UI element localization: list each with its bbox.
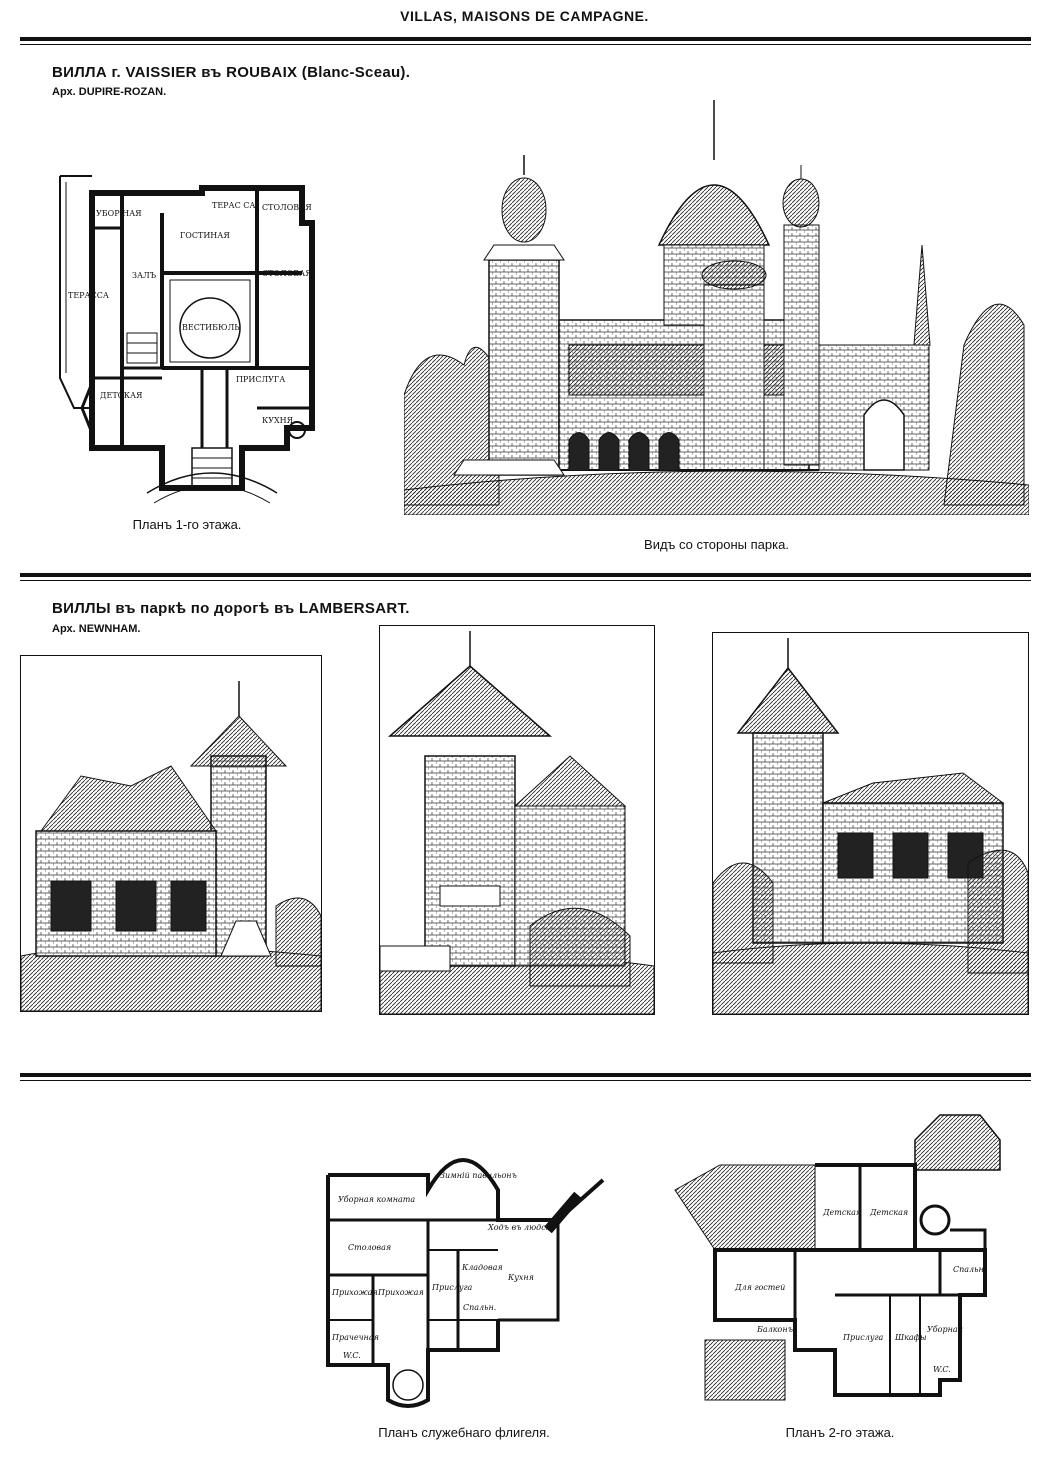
villa-park-view-illustration — [403, 95, 1030, 516]
plan-room-label: ПРИСЛУГА — [236, 375, 285, 384]
lambersart-villa-illustration-1 — [20, 655, 322, 1012]
second-floor-caption: Планъ 2-го этажа. — [785, 1425, 895, 1440]
plan-room-label: ДЕТСКАЯ — [100, 391, 143, 400]
plan-room-label: Кухня — [507, 1273, 534, 1282]
section2-architect: Арх. NEWNHAM. — [52, 623, 141, 635]
plan-room-label: Прачечная — [331, 1333, 379, 1342]
lambersart-villa-illustration-3 — [712, 632, 1029, 1015]
plan-room-label: ТЕРАС СА — [212, 201, 255, 210]
plan-room-label: ЗАЛЪ — [132, 271, 157, 280]
section2-rule — [20, 1073, 1031, 1077]
lambersart-villa-illustration-2 — [379, 625, 655, 1015]
section1-architect: Арх. DUPIRE-ROZAN. — [52, 86, 167, 98]
plan-room-label: W.C. — [933, 1365, 951, 1374]
view-caption: Видъ со стороны парка. — [644, 537, 789, 552]
section2-rule-thin — [20, 1080, 1031, 1081]
plan-room-label: ВЕСТИБЮЛЬ — [182, 323, 240, 332]
plan-room-label: Уборная — [927, 1325, 963, 1334]
plan-room-label: Детская — [869, 1208, 908, 1217]
plan-room-label: Прислуга — [842, 1333, 884, 1342]
plan-room-label: Балконъ — [756, 1325, 793, 1334]
plan-room-label: ТЕРАССА — [68, 291, 109, 300]
service-wing-plan: Уборная комната Зимній павильонъ Ходъ въ… — [318, 1150, 610, 1412]
ground-floor-plan: УБОР НАЯ ТЕРАС СА СТОЛОВАЯ ГОСТИНАЯ ЗАЛЪ… — [52, 168, 322, 513]
plan-room-label: Спальн. — [463, 1303, 496, 1312]
plan-room-label: W.C. — [343, 1351, 361, 1360]
section1-title: ВИЛЛА г. VAISSIER въ ROUBAIX (Blanc-Scea… — [52, 64, 411, 81]
plan-room-label: Спальн. — [953, 1265, 986, 1274]
plan-caption: Планъ 1-го этажа. — [132, 517, 242, 532]
plan-room-label: Для гостей — [734, 1283, 785, 1292]
section1-rule — [20, 573, 1031, 577]
plan-room-label: ГОСТИНАЯ — [180, 231, 230, 240]
header-rule-thin — [20, 44, 1031, 45]
service-wing-caption: Планъ служебнаго флигеля. — [378, 1425, 550, 1440]
plan-room-label: Детская — [822, 1208, 861, 1217]
plan-room-label: СТОЛОВАЯ — [262, 203, 312, 212]
section2-title: ВИЛЛЫ въ паркѣ по дорогѣ въ LAMBERSART. — [52, 600, 410, 617]
plan-room-label: Прислуга — [431, 1283, 473, 1292]
plan-room-label: Прихожая — [331, 1288, 378, 1297]
plan-room-label: СТОЛОВАЯ — [262, 269, 312, 278]
plan-room-label: Шкафы — [894, 1333, 926, 1342]
page-header: VILLAS, MAISONS DE CAMPAGNE. — [400, 8, 649, 24]
plan-room-label: Зимній павильонъ — [440, 1171, 517, 1180]
plan-room-label: Столовая — [348, 1243, 391, 1252]
plan-room-label: КУХНЯ — [262, 416, 294, 425]
header-rule — [20, 37, 1031, 41]
plan-room-label: Уборная комната — [338, 1195, 415, 1204]
plan-room-label: Кладовая — [461, 1263, 503, 1272]
section1-rule-thin — [20, 580, 1031, 581]
plan-room-label: Прихожая — [377, 1288, 424, 1297]
second-floor-plan: Детская Детская Спальн. Для гостей Присл… — [665, 1110, 1015, 1415]
plan-room-label: УБОР НАЯ — [96, 209, 142, 218]
plan-room-label: Ходъ въ людск. — [487, 1223, 553, 1232]
